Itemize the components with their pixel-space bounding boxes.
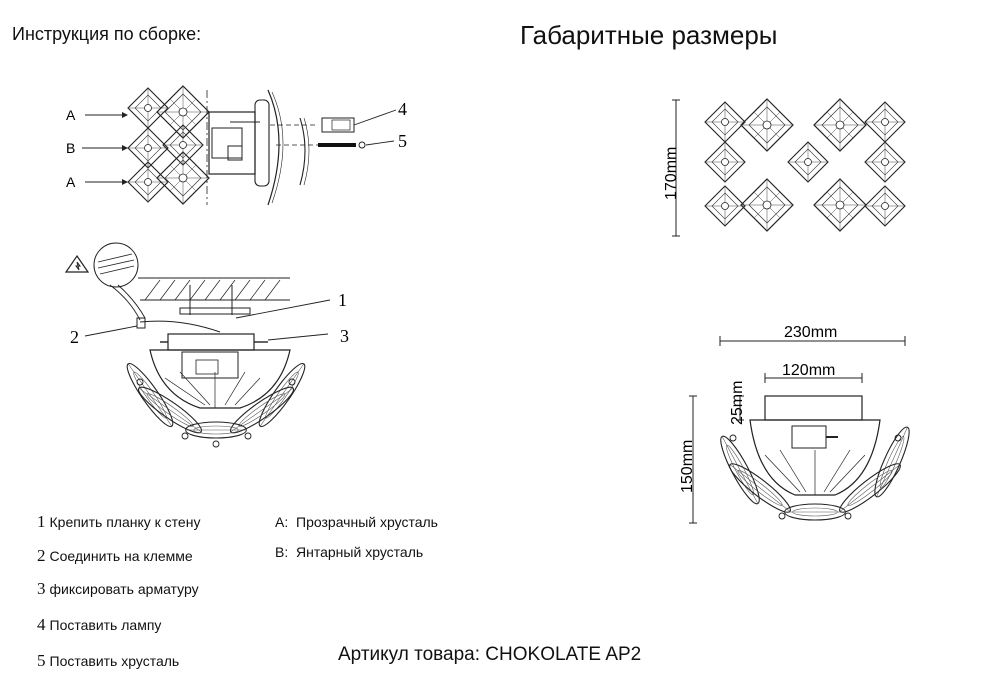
- front-view: [672, 98, 906, 237]
- dim-width-total: 230mm: [784, 324, 837, 341]
- warning-icon: [64, 254, 90, 273]
- dim-depth-base: 25mm: [729, 381, 746, 425]
- step-number: 4: [37, 615, 46, 634]
- dim-width-base: 120mm: [782, 362, 835, 379]
- label-5: 5: [398, 131, 407, 151]
- legend-key: B:: [275, 544, 289, 560]
- label-b: B: [66, 140, 75, 156]
- mounting-view: [64, 242, 331, 448]
- step-text: Соединить на клемме: [49, 548, 193, 564]
- dimensions-title: Габаритные размеры: [520, 20, 778, 50]
- step-text: Крепить планку к стену: [49, 514, 201, 530]
- label-a-bottom: A: [66, 174, 76, 190]
- legend-key: A:: [275, 514, 289, 530]
- article-number: Артикул товара: CHOKOLATE AP2: [338, 644, 642, 665]
- legend-text: Прозрачный хрусталь: [296, 514, 438, 530]
- step-number: 3: [37, 579, 46, 598]
- side-view: [689, 336, 916, 524]
- dim-height-side: 150mm: [679, 440, 696, 493]
- label-4: 4: [398, 99, 407, 119]
- step-text: Поставить лампу: [49, 617, 162, 633]
- legend-clear-crystal: A: Прозрачный хрусталь: [275, 514, 438, 530]
- label-a-top: A: [66, 107, 76, 123]
- step-number: 2: [37, 546, 46, 565]
- legend-amber-crystal: B: Янтарный хрусталь: [275, 544, 423, 560]
- step-text: фиксировать арматуру: [49, 581, 199, 597]
- step-text: Поставить хрусталь: [49, 653, 180, 669]
- step-number: 5: [37, 651, 46, 670]
- label-3: 3: [340, 326, 349, 346]
- exploded-view: [82, 85, 397, 206]
- label-2: 2: [70, 327, 79, 347]
- assembly-instructions-title: Инструкция по сборке:: [12, 24, 202, 44]
- label-1: 1: [338, 290, 347, 310]
- legend-text: Янтарный хрусталь: [296, 544, 424, 560]
- dim-height-front: 170mm: [663, 147, 680, 200]
- step-number: 1: [37, 512, 46, 531]
